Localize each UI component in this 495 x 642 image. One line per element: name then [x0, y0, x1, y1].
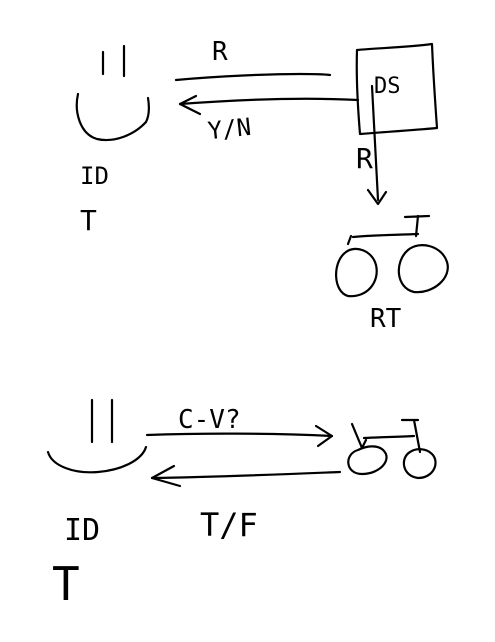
client-type-label-2: T: [52, 557, 80, 611]
tuple-type-mark: [403, 214, 431, 238]
client-type-label: T: [80, 204, 97, 237]
reply-label: RT: [370, 304, 402, 334]
diagram-1: R Y/N DS R RT ID T: [75, 37, 449, 334]
request-arrowhead-2: [314, 424, 334, 448]
tuple-circle-left: [335, 247, 378, 298]
request-label: R: [212, 37, 228, 67]
tuple2-type-mark: [400, 418, 422, 454]
response-arrowhead: [178, 94, 202, 116]
diagram-2: C-V? T/F T ID T: [46, 398, 437, 611]
client-id-label-2: ID: [64, 513, 100, 548]
tuple-circle-right: [397, 244, 449, 294]
client-id-figure-2: [46, 398, 148, 474]
tuple2-circle-right: [402, 448, 437, 480]
response-arrow: [178, 97, 360, 106]
forward-arrow: [370, 84, 380, 202]
tuple-connector: [351, 232, 420, 239]
ds-label: DS: [374, 74, 401, 99]
tuple-tick: [346, 234, 353, 246]
request-label-2: C-V?: [178, 405, 241, 435]
response-arrow-2: [150, 470, 342, 480]
tuple2-tick: [350, 422, 368, 450]
request-arrow-2: [145, 432, 334, 438]
forward-arrowhead: [366, 188, 388, 206]
tuple2-connector: [362, 434, 416, 440]
request-arrow: [174, 72, 332, 82]
client-id-figure: [75, 44, 150, 142]
forward-label: R: [356, 142, 373, 175]
client2-body-curve: [46, 445, 148, 474]
response-label-2: T/F: [200, 506, 258, 544]
reply-tuple-2: T: [347, 418, 437, 480]
client-body-curve: [75, 92, 150, 142]
tuple2-circle-left: [347, 445, 388, 476]
client-id-label: ID: [80, 162, 109, 190]
response-arrowhead-2: [150, 464, 182, 488]
ds-box: [355, 42, 439, 136]
response-label: Y/N: [207, 113, 253, 145]
reply-tuple: RT: [335, 214, 449, 334]
